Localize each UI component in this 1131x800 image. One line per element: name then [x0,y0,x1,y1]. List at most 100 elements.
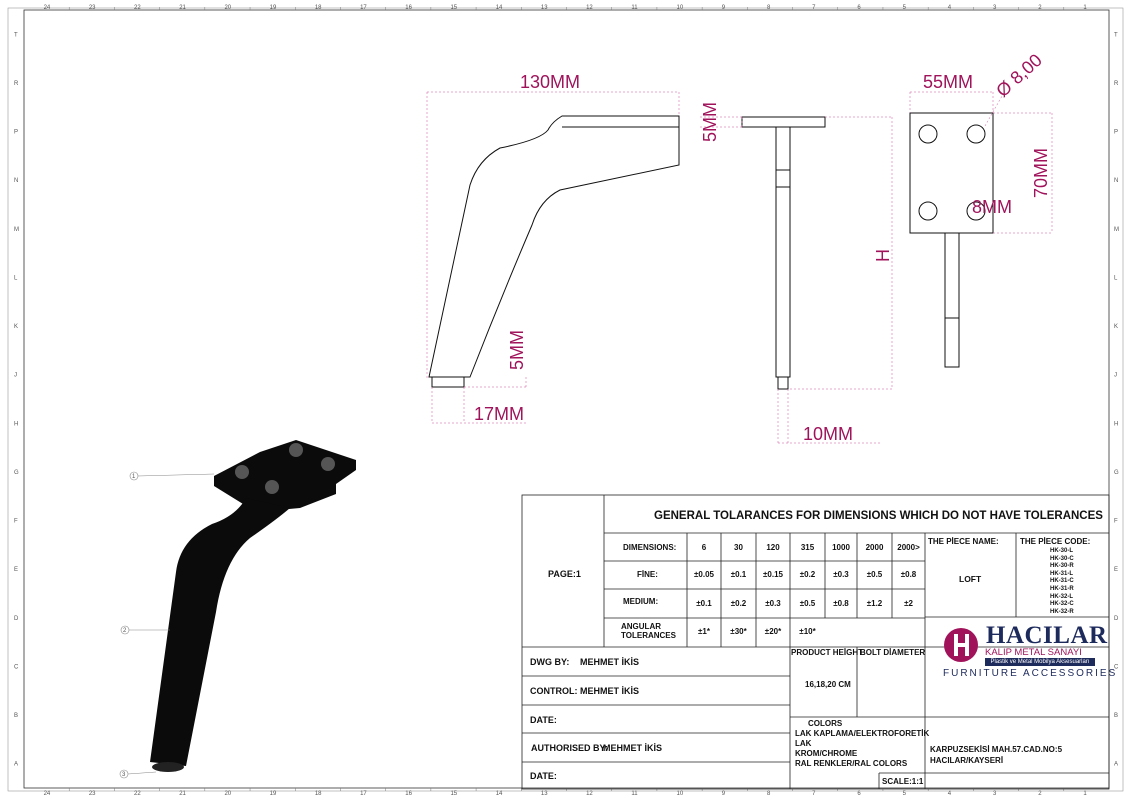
piece-code: HK-31-C [1050,578,1074,585]
dim-height-h: H [873,249,893,262]
color-option: RAL RENKLER/RAL COLORS [795,759,908,768]
border-ticks [68,7,1065,791]
border-col-label-bottom: 8 [767,791,771,797]
border-row-label-left: R [14,81,19,87]
tolerance-header-cell: 120 [766,543,780,552]
color-option: LAK KAPLAMA/ELEKTROFORETİK [795,729,930,738]
border-col-label-bottom: 10 [677,791,684,797]
colors-title: COLORS [808,719,843,728]
product-height-value: 16,18,20 CM [805,680,851,689]
border-col-label-top: 9 [722,5,726,11]
tolerance-header-cell: 2000> [897,543,920,552]
border-col-label-bottom: 4 [948,791,952,797]
border-row-label-right: D [1114,616,1119,622]
border-row-label-right: H [1114,421,1118,427]
bolt-diameter-label: BOLT DİAMETER [860,648,926,657]
border-row-label-left: C [14,664,19,670]
border-col-label-bottom: 15 [450,791,457,797]
front-plate [741,116,826,128]
border-col-label-top: 21 [179,5,186,11]
tolerance-header-cell: 6 [701,543,707,552]
border-row-label-right: N [1114,178,1118,184]
border-col-label-top: 22 [134,5,141,11]
leg-profile-outline [428,115,680,378]
product-height-label: PRODUCT HEİGHT [791,648,863,657]
iso-hole-icon [321,457,335,471]
border-row-label-right: P [1114,130,1118,136]
border-col-label-top: 10 [677,5,684,11]
border-row-label-right: M [1114,227,1119,233]
border-row-label-left: J [14,373,17,379]
piece-code: HK-32-R [1050,608,1074,615]
color-option: KROM/CHROME [795,749,858,758]
plate-top-view [909,112,994,368]
border-col-label-top: 8 [767,5,771,11]
foot-pad [431,376,465,388]
logo-name: HACILAR [986,622,1108,649]
hole-icon [918,124,938,144]
border-row-label-right: J [1114,373,1117,379]
border-col-label-bottom: 24 [44,791,51,797]
border-col-label-top: 20 [224,5,231,11]
border-row-label-left: K [14,324,18,330]
tolerance-header-cell: 315 [800,543,815,552]
dim-hole-diameter: Ø 8,00 [992,50,1046,101]
dim-hole-spacing: 8MM [972,197,1012,217]
border-col-label-top: 6 [857,5,861,11]
plate-view-leg [944,232,960,368]
border-row-label-left: A [14,762,18,768]
border-row-label-left: L [14,275,18,281]
tolerance-header-cell: 2000 [865,543,884,552]
border-row-label-left: B [14,713,18,719]
dimension-labels: 130MM 5MM 5MM 17MM 10MM H 55MM Ø 8,00 70… [474,50,1051,444]
border-row-label-right: B [1114,713,1118,719]
control-value: MEHMET İKİS [580,686,640,696]
border-col-label-top: 11 [631,5,638,11]
border-col-label-bottom: 17 [360,791,367,797]
front-foot [777,376,789,390]
border-row-label-left: E [14,567,18,573]
border-col-label-bottom: 2 [1038,791,1042,797]
border-col-label-bottom: 16 [405,791,412,797]
border-row-label-right: A [1114,762,1118,768]
control-label: CONTROL: [530,686,578,696]
tolerance-angular-cell: ±20* [764,627,782,636]
tolerance-medium-cell: ±0.1 [696,599,712,608]
dim-width-130: 130MM [520,72,580,92]
border-col-label-top: 1 [1083,5,1087,11]
balloon-3 [119,769,129,779]
logo-subtitle: KALIP METAL SANAYI [985,647,1082,658]
balloon-1 [129,471,139,481]
iso-leg-body [214,440,356,512]
border-col-label-top: 14 [496,5,503,11]
logo-subtitle-2: Plastik ve Metal Mobilya Aksesuarları [985,658,1095,666]
border-col-label-bottom: 1 [1083,791,1087,797]
logo-tagline: FURNITURE ACCESSORIES [943,668,1118,679]
piece-name-label: THE PİECE NAME: [928,537,999,546]
tolerance-header-cell: 30 [734,543,743,552]
border-row-label-left: G [14,470,19,476]
border-row-label-left: D [14,616,19,622]
balloon-1-label: 1 [132,474,136,480]
dimension-lines [426,91,1053,444]
border-col-label-top: 5 [903,5,907,11]
piece-code: HK-32-L [1050,593,1074,600]
border-col-label-top: 3 [993,5,997,11]
hole-icon [918,201,938,221]
border-col-label-bottom: 13 [541,791,548,797]
border-row-label-right: K [1114,324,1118,330]
border-col-label-bottom: 20 [224,791,231,797]
border-col-label-top: 4 [948,5,952,11]
border-labels: 2424232322222121202019191818171716161515… [14,5,1119,797]
dim-plate-thickness: 5MM [700,102,720,142]
border-col-label-top: 16 [405,5,412,11]
side-profile-view [428,115,680,388]
border-row-label-left: H [14,421,18,427]
dim-foot-width: 17MM [474,404,524,424]
border-col-label-bottom: 18 [315,791,322,797]
border-col-label-top: 24 [44,5,51,11]
border-col-label-bottom: 23 [89,791,96,797]
hole-icon [966,124,986,144]
border-row-label-right: R [1114,81,1119,87]
